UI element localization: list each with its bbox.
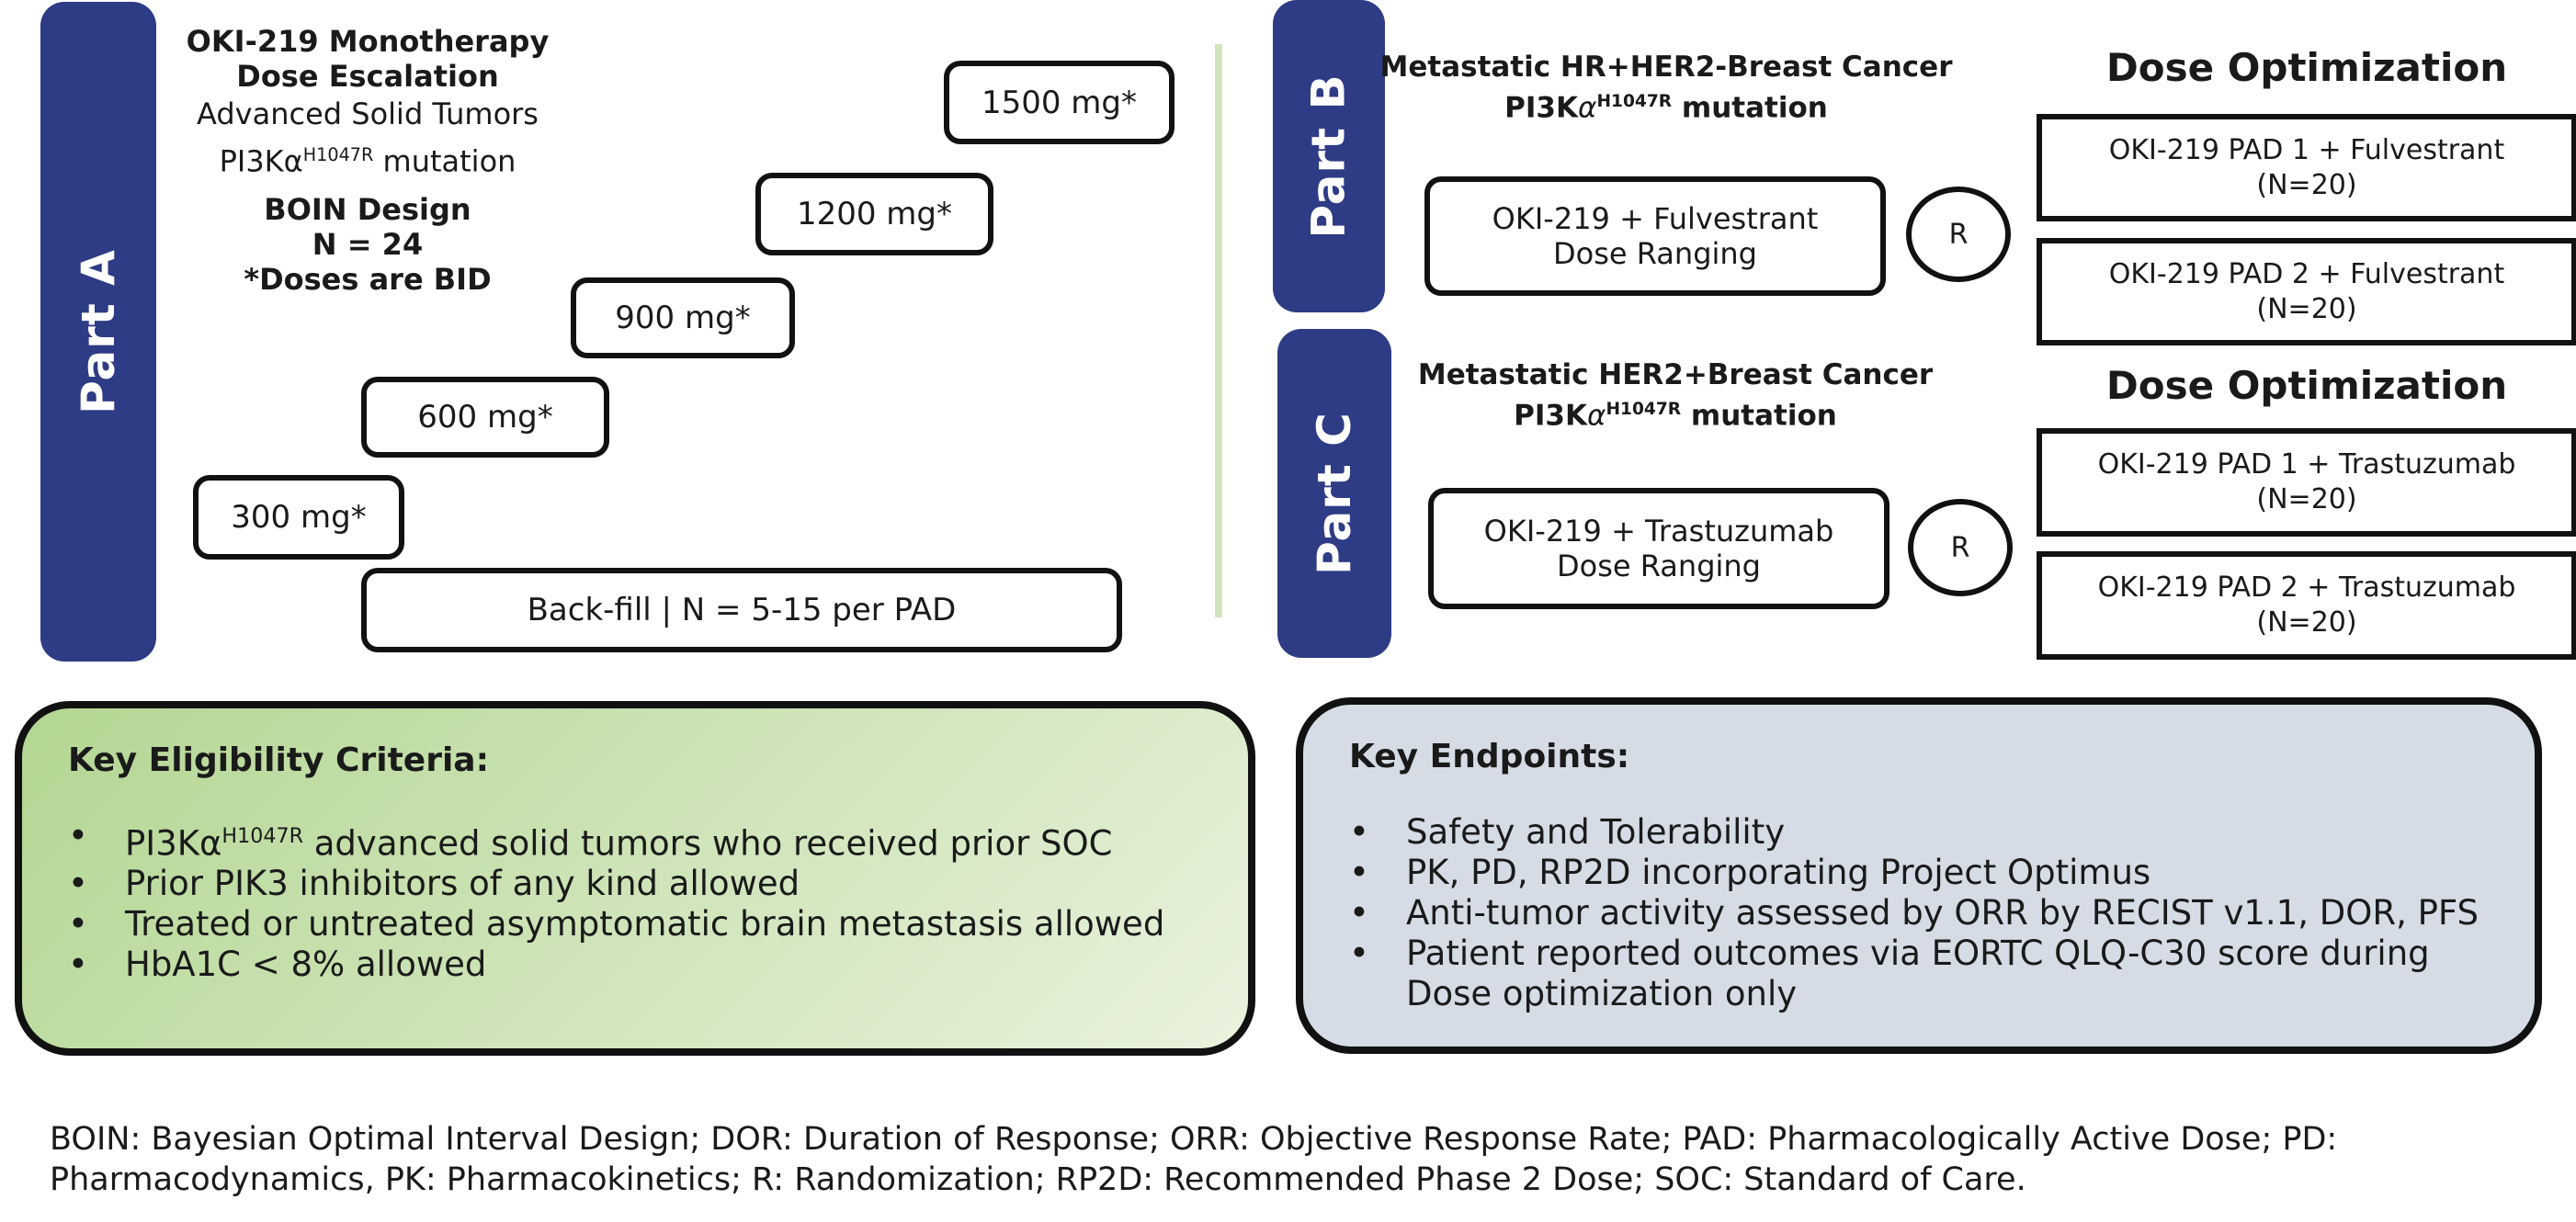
dose-level-3: 900 mg* <box>571 277 795 358</box>
list-item: •HbA1C < 8% allowed <box>68 945 487 985</box>
part-c-title: Metastatic HER2+Breast Cancer <box>1417 358 1934 391</box>
part-b-mutation: PI3KαH1047R mutation <box>1504 91 1828 125</box>
part-b-bar: Part B <box>1273 0 1385 312</box>
list-item: •Patient reported outcomes via EORTC QLQ… <box>1349 933 2430 1013</box>
part-c-ranging-box: OKI-219 + Trastuzumab Dose Ranging <box>1428 488 1889 609</box>
part-c-randomization: R <box>1908 499 2013 596</box>
part-b-randomization: R <box>1906 187 2011 282</box>
list-item: •Prior PIK3 inhibitors of any kind allow… <box>68 864 800 904</box>
abbreviations-footnote: BOIN: Bayesian Optimal Interval Design; … <box>50 1121 2338 1198</box>
endpoints-list: •Safety and Tolerability •PK, PD, RP2D i… <box>1349 812 2489 1014</box>
part-a-design: BOIN Design <box>264 191 471 227</box>
part-a-bar: Part A <box>40 2 156 662</box>
part-c-header: Metastatic HER2+Breast Cancer PI3KαH1047… <box>1388 357 1963 433</box>
backfill-box: Back-fill | N = 5-15 per PAD <box>361 568 1122 652</box>
dose-level-5: 1500 mg* <box>944 61 1175 144</box>
list-item: •Anti-tumor activity assessed by ORR by … <box>1349 893 2480 933</box>
part-b-header: Metastatic HR+HER2-Breast Cancer PI3KαH1… <box>1379 50 1954 125</box>
part-a-label: Part A <box>72 249 125 414</box>
part-b-opt-title: Dose Optimization <box>2105 45 2508 90</box>
part-b-arm-2: OKI-219 PAD 2 + Fulvestrant (N=20) <box>2037 238 2576 345</box>
dose-level-2: 600 mg* <box>361 377 609 458</box>
endpoints-panel: Key Endpoints: •Safety and Tolerability … <box>1296 697 2542 1054</box>
part-b-ranging-box: OKI-219 + Fulvestrant Dose Ranging <box>1424 176 1886 296</box>
part-a-mutation: PI3KαH1047R mutation <box>219 143 516 179</box>
part-a-sample-size: N = 24 <box>312 226 424 262</box>
section-divider <box>1215 44 1222 617</box>
list-item: •PI3KαH1047R advanced solid tumors who r… <box>68 816 1113 864</box>
part-a-dose-note: *Doses are BID <box>244 261 492 297</box>
part-a-title-line1: OKI-219 Monotherapy <box>186 24 550 59</box>
part-a-header: OKI-219 Monotherapy Dose Escalation Adva… <box>175 24 561 297</box>
part-c-mutation: PI3KαH1047R mutation <box>1514 399 1837 433</box>
part-b-label: Part B <box>1302 74 1356 239</box>
part-a-subtitle: Advanced Solid Tumors <box>197 96 539 131</box>
eligibility-title: Key Eligibility Criteria: <box>68 741 489 779</box>
list-item: •PK, PD, RP2D incorporating Project Opti… <box>1349 853 2151 892</box>
part-b-arm-1: OKI-219 PAD 1 + Fulvestrant (N=20) <box>2037 114 2576 221</box>
endpoints-title: Key Endpoints: <box>1349 738 1630 775</box>
eligibility-list: •PI3KαH1047R advanced solid tumors who r… <box>68 816 1202 985</box>
list-item: •Treated or untreated asymptomatic brain… <box>68 904 1165 945</box>
part-c-arm-1: OKI-219 PAD 1 + Trastuzumab (N=20) <box>2037 428 2576 537</box>
part-c-label: Part C <box>1308 412 1361 575</box>
part-b-title: Metastatic HR+HER2-Breast Cancer <box>1379 51 1953 84</box>
part-a-title-line2: Dose Escalation <box>236 59 499 94</box>
dose-level-4: 1200 mg* <box>755 173 993 255</box>
dose-level-1: 300 mg* <box>193 475 404 560</box>
eligibility-panel: Key Eligibility Criteria: •PI3KαH1047R a… <box>15 701 1255 1056</box>
part-c-arm-2: OKI-219 PAD 2 + Trastuzumab (N=20) <box>2037 551 2576 660</box>
part-c-bar: Part C <box>1277 329 1391 658</box>
list-item: •Safety and Tolerability <box>1349 812 1786 852</box>
part-c-opt-title: Dose Optimization <box>2105 363 2508 408</box>
